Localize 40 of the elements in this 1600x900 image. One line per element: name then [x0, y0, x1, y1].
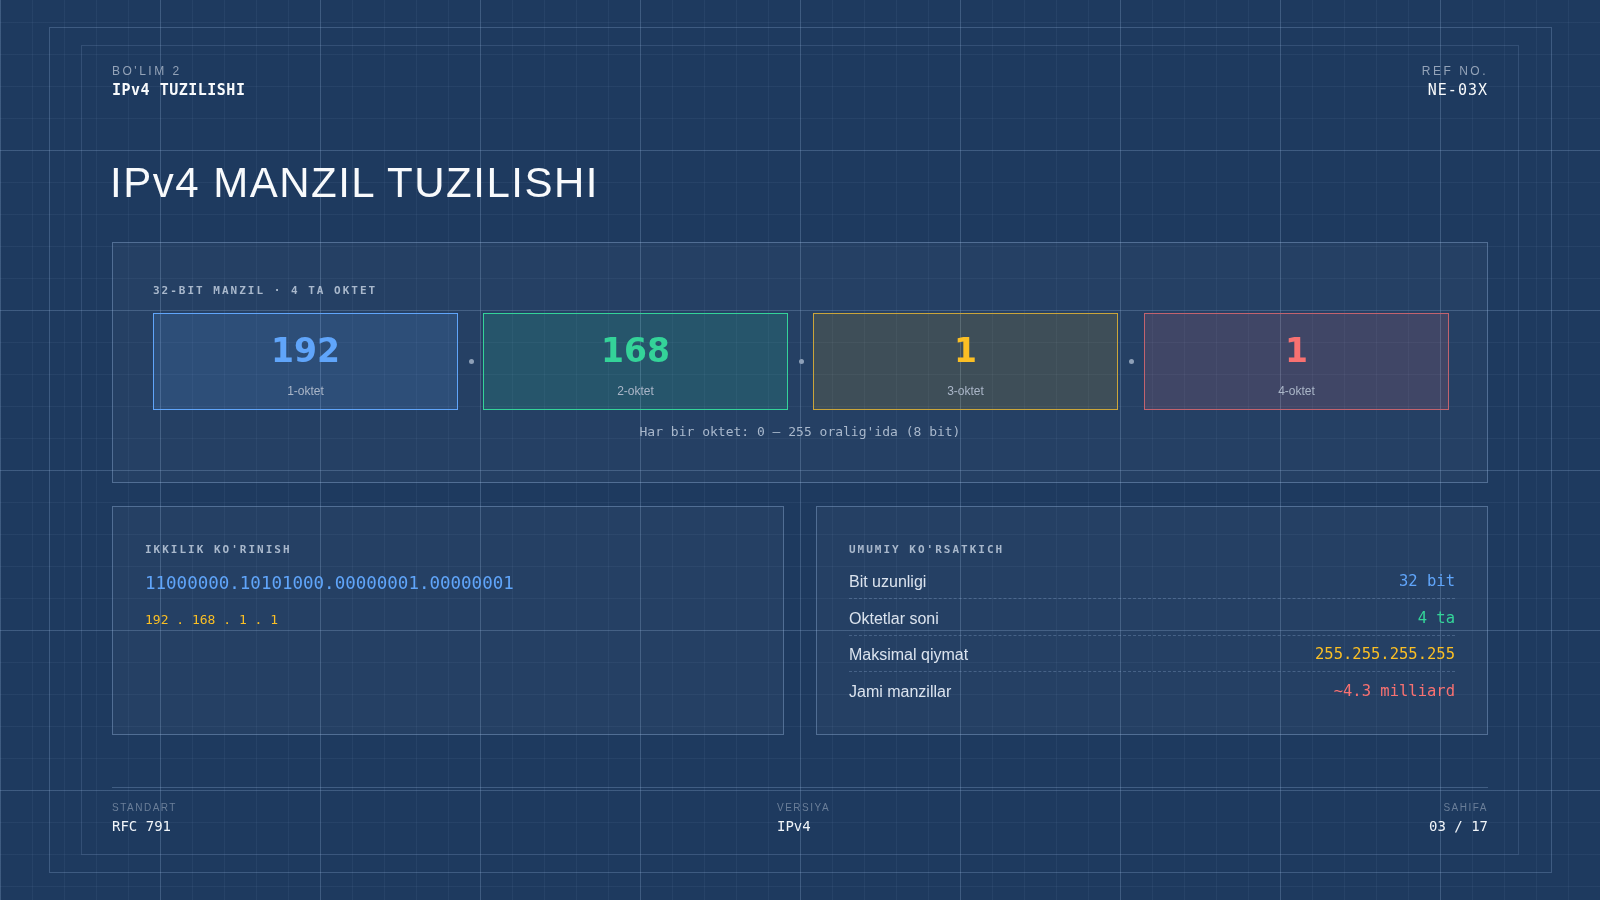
- footer-value: RFC 791: [112, 819, 171, 833]
- reference-number: NE-03X: [1427, 83, 1488, 98]
- address-panel: [112, 242, 1488, 483]
- reference-label: REF NO.: [1421, 65, 1488, 77]
- panel-heading: IKKILIK KO'RINISH: [145, 543, 292, 556]
- stat-label: Oktetlar soni: [849, 610, 939, 627]
- stat-value: ~4.3 milliard: [1333, 684, 1455, 700]
- range-note: Har bir oktet: 0 — 255 oralig'ida (8 bit): [638, 425, 962, 438]
- octet-box: [813, 313, 1118, 410]
- decimal-address: 192 . 168 . 1 . 1: [145, 613, 279, 626]
- panel-heading: 32-BIT MANZIL · 4 TA OKTET: [153, 284, 378, 297]
- binary-panel: [112, 506, 784, 735]
- stat-label: Bit uzunligi: [849, 574, 927, 590]
- octet-label: 4-oktet: [1277, 385, 1316, 397]
- stats-panel: [816, 506, 1488, 735]
- octet-value: 168: [600, 334, 671, 367]
- panel-heading: UMUMIY KO'RSATKICH: [849, 543, 1005, 556]
- footer-value: 03 / 17: [1429, 819, 1488, 833]
- page-title: IPv4 MANZIL TUZILISHI: [110, 162, 599, 204]
- footer-value: IPv4: [777, 819, 811, 833]
- octet-box: [1144, 313, 1449, 410]
- octet-value: 1: [1284, 334, 1309, 367]
- footer-label: STANDART: [112, 803, 177, 813]
- octet-value: 192: [270, 334, 341, 367]
- binary-address: 11000000.10101000.00000001.00000001: [145, 575, 514, 593]
- stat-value: 255.255.255.255: [1315, 647, 1455, 663]
- footer-label: SAHIFA: [1443, 803, 1488, 813]
- section-title: IPv4 TUZILISHI: [112, 83, 246, 98]
- octet-label: 3-oktet: [946, 385, 985, 397]
- octet-label: 1-oktet: [286, 385, 325, 397]
- octet-label: 2-oktet: [616, 385, 655, 397]
- section-label: BO'LIM 2: [112, 65, 182, 77]
- octet-box: [153, 313, 458, 410]
- octet-box: [483, 313, 788, 410]
- stat-label: Maksimal qiymat: [849, 647, 969, 664]
- octet-value: 1: [953, 334, 978, 367]
- footer-label: VERSIYA: [777, 803, 831, 813]
- stat-label: Jami manzillar: [849, 684, 952, 701]
- stat-value: 32 bit: [1399, 574, 1455, 590]
- stat-value: 4 ta: [1417, 610, 1455, 627]
